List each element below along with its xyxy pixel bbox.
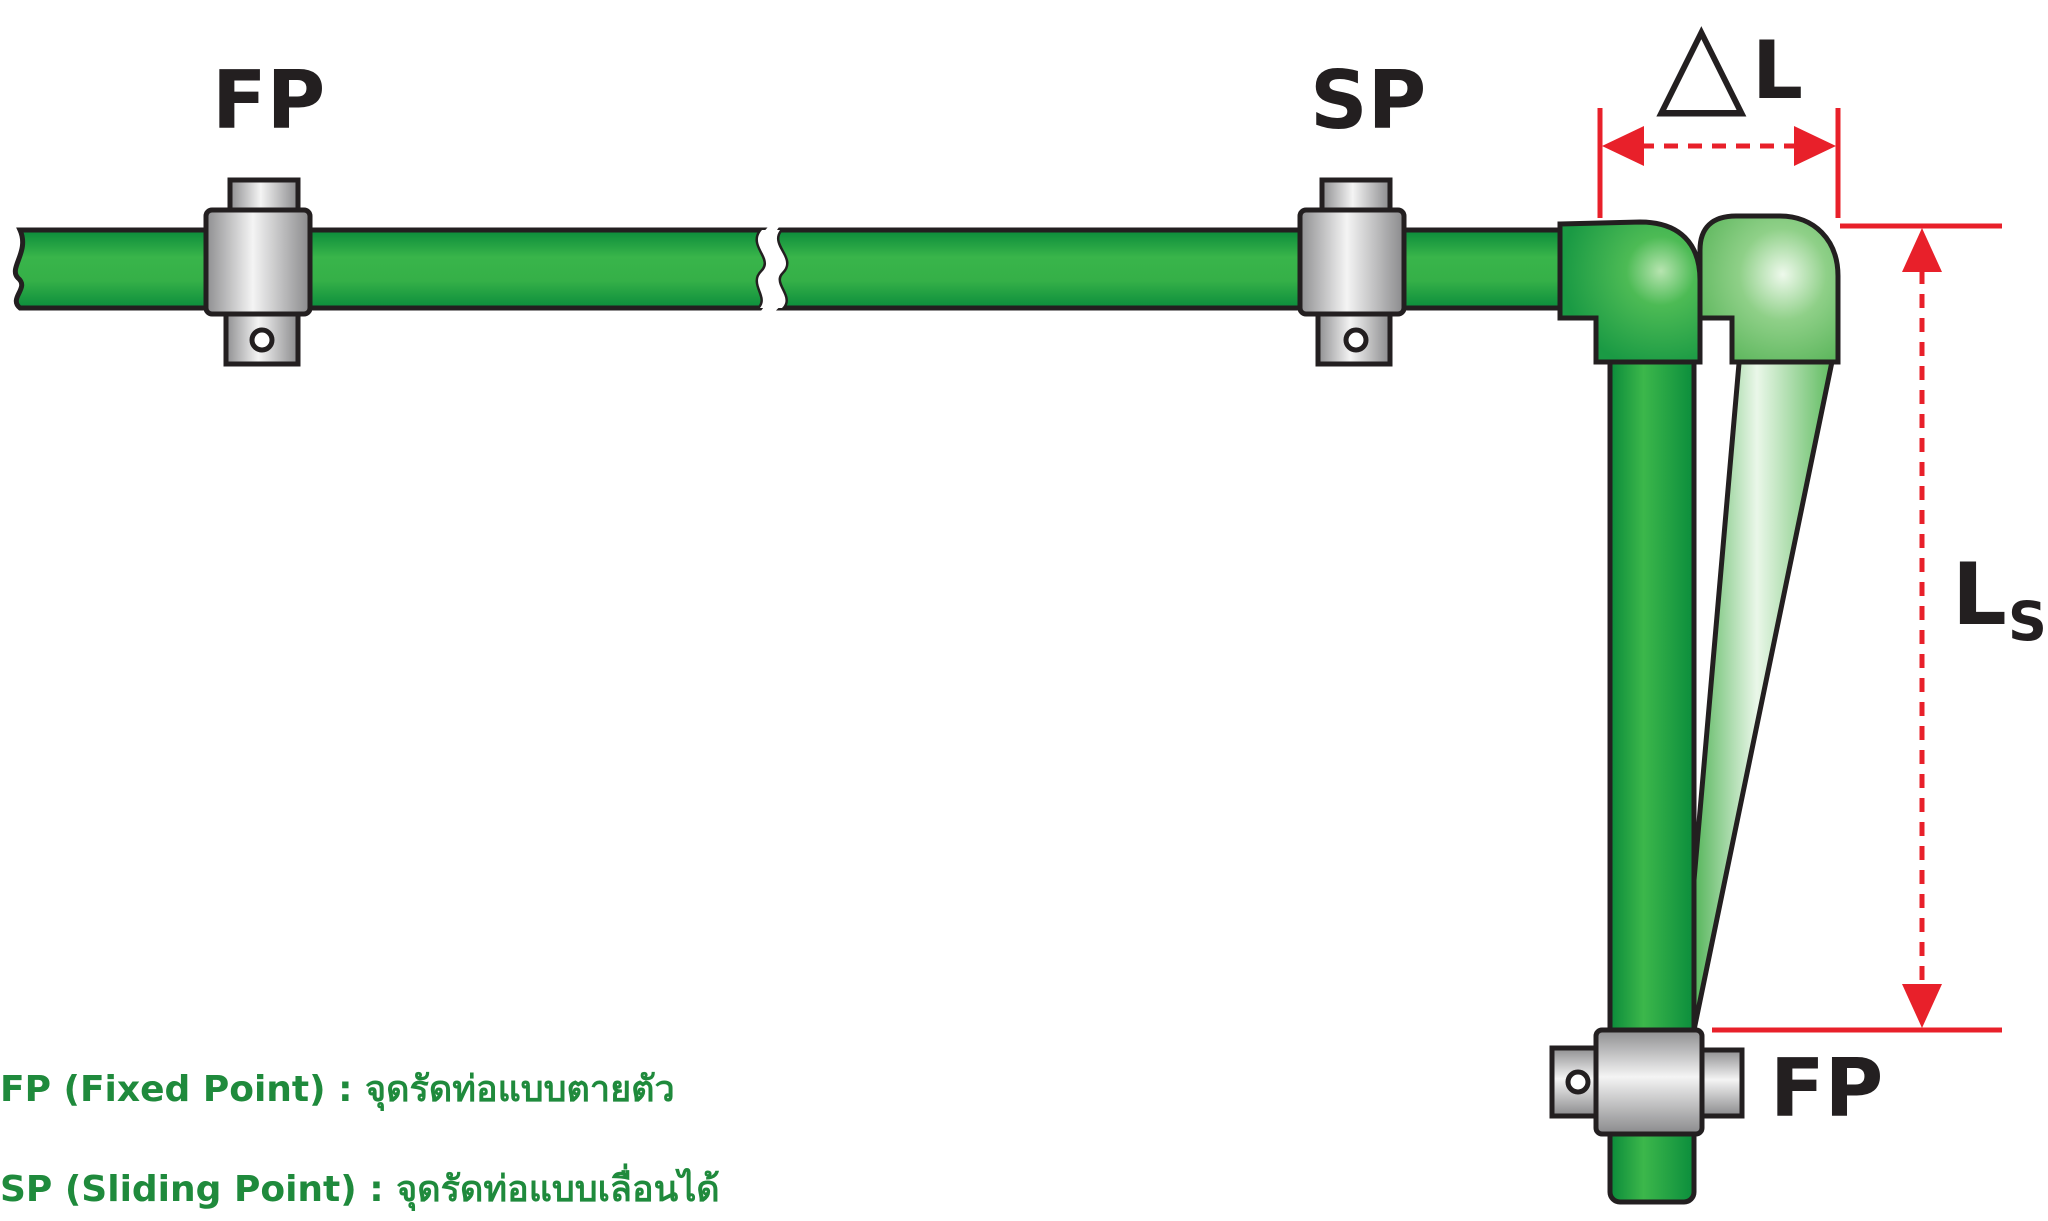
bolt-hole-icon (1565, 1069, 1591, 1095)
arrow-up-icon (1902, 228, 1942, 272)
delta-symbol: △ (1656, 0, 1747, 130)
bolt-hole-icon (249, 327, 275, 353)
ls-subscript: S (2008, 590, 2047, 653)
displaced-elbow (1697, 213, 1841, 365)
displaced-vertical-pipe (1691, 349, 1838, 1031)
fixed-point-clamp-top (203, 177, 313, 367)
ls-dimension (1712, 223, 2002, 1033)
delta-l-letter: L (1752, 24, 1803, 117)
fixed-point-clamp-bottom (1549, 1027, 1745, 1137)
fp-label-top: FP (212, 54, 325, 147)
pipe-elbow (1557, 219, 1703, 365)
sp-label: SP (1310, 54, 1426, 147)
delta-l-dimension (1597, 108, 1841, 218)
legend-sliding-point: SP (Sliding Point) : จุดรัดท่อแบบเลื่อนไ… (0, 1169, 720, 1210)
arrow-left-icon (1602, 126, 1644, 166)
horizontal-pipe-right (774, 227, 1563, 311)
arrow-right-icon (1794, 126, 1836, 166)
ls-letter: L (1952, 545, 2007, 645)
sliding-point-clamp (1297, 177, 1407, 367)
legend-fixed-point: FP (Fixed Point) : จุดรัดท่อแบบตายตัว (0, 1069, 675, 1110)
pipe-break (757, 230, 787, 308)
horizontal-pipe-left (12, 227, 769, 311)
bolt-hole-icon (1343, 327, 1369, 353)
arrow-down-icon (1902, 984, 1942, 1028)
fp-label-bottom: FP (1770, 1042, 1883, 1135)
